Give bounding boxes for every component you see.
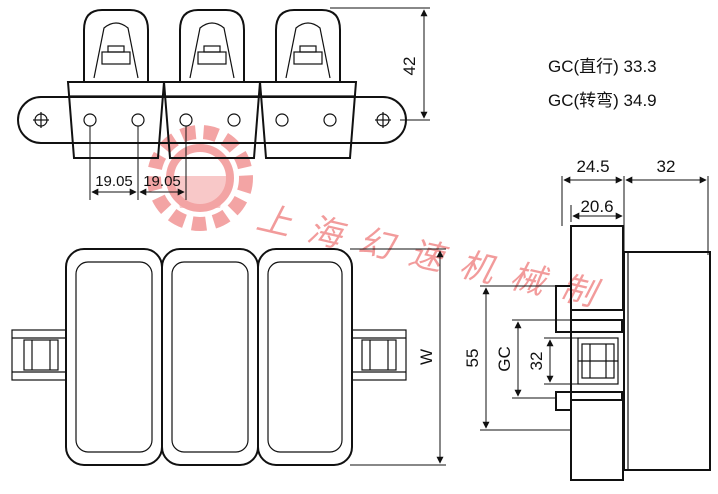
- gc-values: GC(直行) 33.3 GC(转弯) 34.9: [548, 57, 657, 110]
- gc-curved: GC(转弯) 34.9: [548, 91, 657, 110]
- dim-gc: GC: [495, 346, 514, 372]
- dim-24-5: 24.5: [576, 157, 609, 176]
- pin-holes: [83, 113, 337, 127]
- cross-section: 24.5 32 20.6 55 GC 32: [463, 157, 711, 481]
- watermark: 上海幻速机械制: [147, 125, 617, 319]
- top-view: W: [11, 248, 446, 466]
- dim-55: 55: [463, 349, 482, 368]
- dim-20-6: 20.6: [580, 197, 613, 216]
- left-link-end: [11, 329, 67, 381]
- pitch-dimension-1: 19.05: [95, 173, 133, 190]
- chain-link-3: [258, 9, 358, 159]
- chain-link-2: [162, 9, 262, 159]
- side-view: 42 19.05 19.05: [17, 7, 430, 200]
- height-dimension: 42: [400, 57, 419, 76]
- dim-32-side: 32: [527, 352, 546, 371]
- right-link-end: [351, 329, 407, 381]
- top-plate-3: [257, 248, 353, 466]
- top-plate-1: [65, 248, 163, 466]
- gear-logo-icon: [147, 125, 253, 231]
- chain-link-1: [66, 9, 166, 159]
- gc-straight: GC(直行) 33.3: [548, 57, 657, 76]
- pitch-dimension-2: 19.05: [143, 173, 181, 190]
- top-plate-2: [161, 248, 259, 466]
- dim-32-top: 32: [657, 157, 676, 176]
- width-dimension: W: [417, 349, 436, 365]
